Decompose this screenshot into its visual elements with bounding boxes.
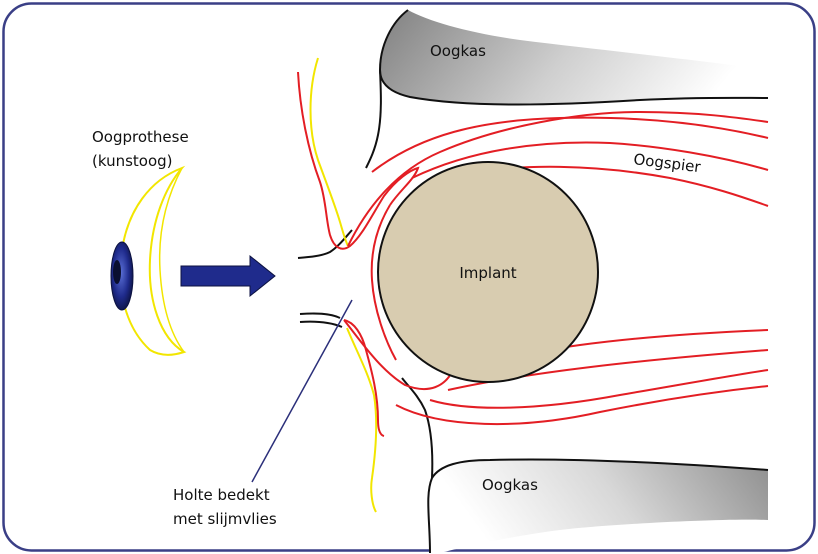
cavity-label-line2: met slijmvlies [173,510,277,528]
prosthesis-label-line1: Oogprothese [92,128,189,146]
implant-label: Implant [459,264,516,282]
orbit-top-label: Oogkas [430,42,486,60]
prosthesis-pupil-icon [113,260,121,284]
prosthesis-label-line2: (kunstoog) [92,152,173,170]
orbit-bottom-label: Oogkas [482,476,538,494]
cavity-label-line1: Holte bedekt [173,486,270,504]
